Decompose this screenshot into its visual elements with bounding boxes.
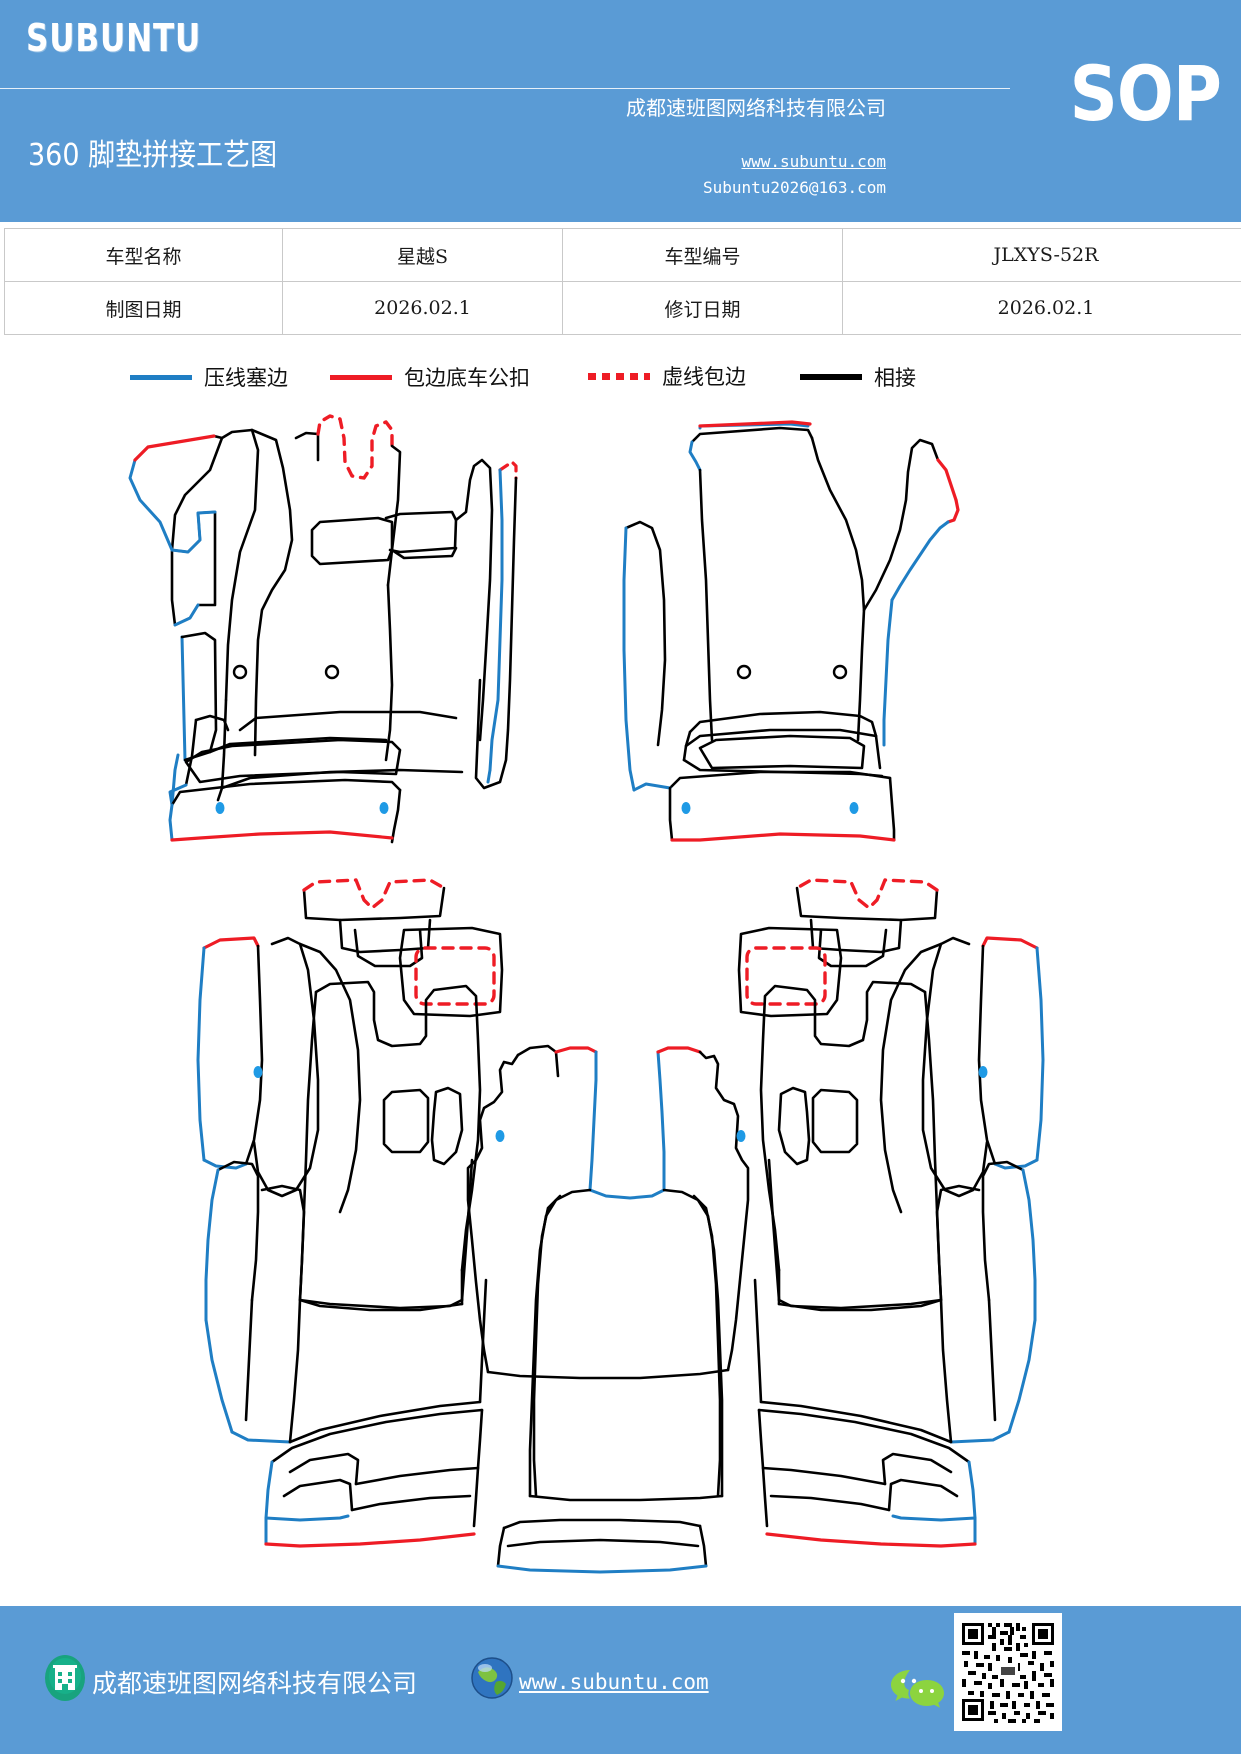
rear-center-tunnel-mat	[466, 1044, 750, 1574]
header-email[interactable]: Subuntu2026@163.com	[702, 178, 886, 197]
line-solid-blue-icon	[130, 374, 192, 380]
legend-label: 包边底车公扣	[404, 366, 530, 390]
value-draw-date: 2026.02.1	[282, 281, 563, 335]
rear-right-inner-blade	[879, 936, 989, 1214]
legend-label: 虚线包边	[662, 365, 746, 389]
rear-right-mid-dashed-piece	[737, 926, 843, 1018]
line-solid-red-icon	[330, 374, 392, 380]
table-row: 车型名称 星越S 车型编号 JLXYS-52R	[4, 228, 1241, 282]
value-model-name: 星越S	[282, 228, 563, 282]
document-header: SUBUNTU 360 脚垫拼接工艺图 SOP 成都速班图网络科技有限公司 ww…	[0, 0, 1241, 222]
front-left-mat-assembly	[128, 414, 518, 844]
page-title: 360 脚垫拼接工艺图	[28, 138, 278, 173]
vehicle-info-table: 车型名称 星越S 车型编号 JLXYS-52R 制图日期 2026.02.1 修…	[4, 228, 1241, 335]
header-divider	[0, 88, 1010, 89]
brand-logo-text: SUBUNTU	[26, 16, 202, 60]
legend-item-press-edge: 压线塞边	[130, 362, 288, 392]
legend-item-bound-edge: 包边底车公扣	[330, 362, 530, 392]
building-icon	[45, 1655, 85, 1701]
rear-left-wide-mat	[260, 1158, 488, 1444]
legend-label: 相接	[874, 366, 916, 390]
qr-code-icon[interactable]	[954, 1613, 1062, 1731]
rear-right-top-dashed-piece	[795, 878, 939, 968]
label-draw-date: 制图日期	[4, 281, 283, 335]
table-row: 制图日期 2026.02.1 修订日期 2026.02.1	[4, 281, 1241, 335]
rear-right-floor-panel	[949, 1160, 1037, 1444]
legend-item-joint: 相接	[800, 362, 916, 392]
label-model-name: 车型名称	[4, 228, 283, 282]
rear-left-floor-panel	[204, 1160, 292, 1444]
rear-left-top-dashed-piece	[302, 878, 446, 968]
rear-left-mid-dashed-piece	[398, 926, 504, 1018]
rear-left-outer-blade	[196, 936, 264, 1170]
mat-pattern-drawing	[0, 400, 1241, 1600]
header-company-name: 成都速班图网络科技有限公司	[626, 96, 886, 120]
line-dashed-red-icon	[588, 372, 650, 380]
rear-right-lower-strip	[757, 1408, 977, 1548]
line-solid-black-icon	[800, 374, 862, 380]
rear-right-outer-blade	[977, 936, 1045, 1170]
front-right-mat-assembly	[622, 420, 960, 842]
rear-right-wide-mat	[753, 1158, 981, 1444]
value-revision-date: 2026.02.1	[842, 281, 1241, 335]
header-website-link[interactable]: www.subuntu.com	[741, 152, 887, 171]
rear-left-lower-strip	[264, 1408, 484, 1548]
footer-company-name: 成都速班图网络科技有限公司	[92, 1669, 418, 1698]
rear-right-main-mat	[736, 980, 943, 1312]
label-revision-date: 修订日期	[562, 281, 843, 335]
label-model-code: 车型编号	[562, 228, 843, 282]
sop-badge: SOP	[1069, 49, 1222, 138]
wechat-icon	[891, 1670, 944, 1708]
legend: 压线塞边 包边底车公扣 虚线包边 相接	[0, 356, 1241, 400]
rear-left-inner-blade	[252, 936, 362, 1214]
value-model-code: JLXYS-52R	[842, 228, 1241, 282]
legend-item-dashed-bind: 虚线包边	[588, 361, 746, 391]
globe-icon	[471, 1657, 513, 1699]
footer-website-link[interactable]: www.subuntu.com	[519, 1670, 709, 1694]
legend-label: 压线塞边	[204, 366, 288, 390]
